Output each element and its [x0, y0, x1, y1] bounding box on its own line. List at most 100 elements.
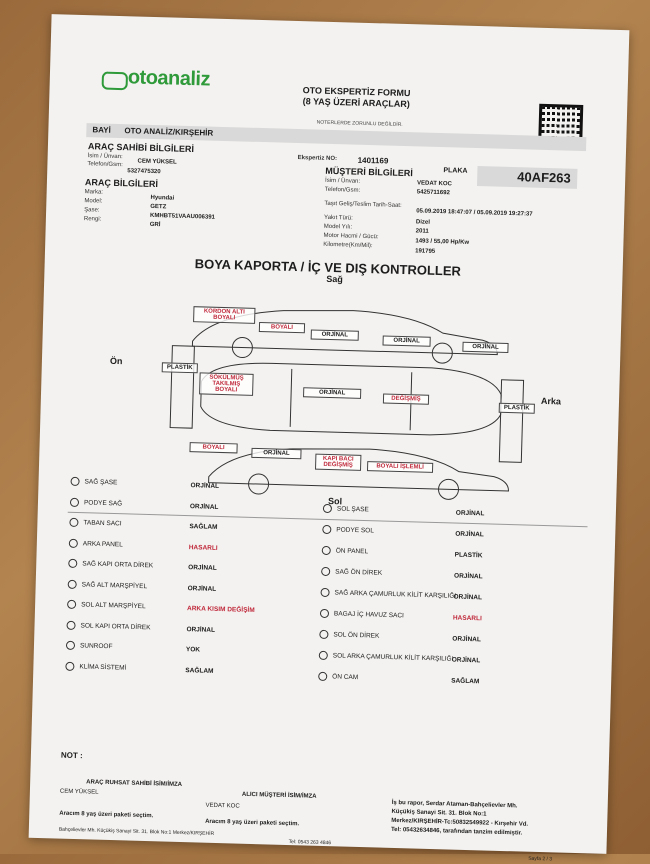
- check-item-label: SAĞ ARKA ÇAMURLUK KİLİT KARŞILIĞI: [334, 589, 457, 600]
- check-item-value: ORJİNAL: [188, 564, 217, 572]
- label-sag: Sağ: [326, 273, 343, 285]
- owner-sig-note: Aracım 8 yaş üzeri paketi seçtim.: [59, 810, 154, 820]
- report-line4: Tel: 05432634846, tarafından tanzim edil…: [390, 826, 523, 837]
- check-item: SOL ARKA ÇAMURLUK KİLİT KARŞILIĞI: [318, 650, 454, 664]
- check-item-label: SOL KAPI ORTA DİREK: [80, 621, 151, 631]
- car-left-side: [208, 448, 509, 492]
- ekspertiz-value: 1401169: [357, 155, 389, 166]
- check-item-label: PODYE SOL: [336, 526, 374, 535]
- arrival-label: Taşıt Geliş/Teslim Tarih-Saat:: [324, 200, 402, 209]
- form-title: OTO EKSPERTİZ FORMU (8 YAŞ ÜZERİ ARAÇLAR…: [281, 85, 432, 111]
- label-on: Ön: [109, 355, 123, 367]
- tag-kapi-saci: KAPI BACI DEĞİŞMİŞ: [314, 453, 362, 471]
- color-value: GRİ: [149, 221, 161, 229]
- tag-orjinal-2: ORJİNAL: [382, 335, 431, 347]
- check-item-value: HASARLI: [452, 614, 482, 623]
- buyer-sig-note: Aracım 8 yaş üzeri paketi seçtim.: [205, 818, 300, 828]
- tag-boyali-2: BOYALI: [189, 442, 238, 454]
- check-item: PODYE SAĞ: [69, 497, 123, 507]
- check-item: PODYE SOL: [322, 524, 374, 535]
- brand-value: Hyundai: [150, 194, 175, 202]
- not-label: NOT :: [60, 750, 83, 761]
- check-item: SAĞ ARKA ÇAMURLUK KİLİT KARŞILIĞI: [320, 587, 457, 601]
- customer-phone-value: 5425711692: [416, 189, 450, 197]
- plaka-value: 40AF263: [517, 169, 571, 186]
- radio-circle-icon: [65, 640, 76, 650]
- check-item-label: SAĞ KAPI ORTA DİREK: [82, 560, 154, 570]
- check-item-value: PLASTİK: [454, 551, 483, 560]
- wheel-icon: [231, 337, 253, 359]
- check-item: SUNROOF: [65, 640, 113, 651]
- radio-circle-icon: [319, 629, 329, 640]
- owner-sig-title: ARAÇ RUHSAT SAHİBİ İSİM/İMZA: [86, 779, 183, 789]
- check-item: SOL ŞASE: [322, 503, 369, 514]
- check-item-label: SOL ALT MARŞPİYEL: [81, 601, 146, 611]
- radio-circle-icon: [318, 650, 328, 661]
- chassis-value: KMHBT51VAAU006391: [149, 212, 215, 221]
- wheel-icon: [438, 478, 460, 500]
- check-item-value: SAĞLAM: [189, 523, 218, 531]
- check-item-label: SAĞ ALT MARŞPİYEL: [81, 580, 148, 590]
- check-item-value: SAĞLAM: [451, 677, 480, 686]
- radio-circle-icon: [70, 476, 80, 487]
- check-item-value: SAĞLAM: [185, 666, 214, 675]
- engine-value: 1493 / 55,00 Hp/Kw: [415, 238, 470, 246]
- radio-circle-icon: [69, 517, 79, 528]
- brand-logo: otoanaliz: [127, 66, 211, 91]
- radio-circle-icon: [67, 579, 77, 589]
- check-item: SAĞ ALT MARŞPİYEL: [67, 579, 148, 590]
- check-item-label: ARKA PANEL: [82, 539, 123, 549]
- inspection-form-paper: otoanaliz OTO EKSPERTİZ FORMU (8 YAŞ ÜZE…: [28, 14, 630, 862]
- check-item-value: ORJİNAL: [455, 509, 485, 518]
- radio-circle-icon: [321, 545, 331, 556]
- tag-boyali-islemli: BOYALI İŞLEMLİ: [366, 461, 434, 473]
- radio-circle-icon: [322, 503, 333, 514]
- plaka-label: PLAKA: [443, 167, 468, 175]
- check-item: SAĞ ÖN DİREK: [321, 566, 383, 578]
- model-value: GETZ: [150, 203, 167, 211]
- customer-title: MÜŞTERİ BİLGİLERİ: [325, 165, 413, 179]
- color-label: Rengi:: [83, 216, 102, 223]
- tag-orjinal-3: ORJİNAL: [462, 341, 509, 353]
- model-label: Model:: [84, 198, 103, 205]
- year-label: Model Yılı:: [323, 223, 353, 231]
- check-item-label: PODYE SAĞ: [83, 498, 123, 507]
- check-item: SOL KAPI ORTA DİREK: [66, 620, 151, 631]
- arrival-value: 05.09.2019 18:47:07 / 05.09.2019 19:27:3…: [416, 208, 533, 218]
- check-item-value: ORJİNAL: [187, 584, 217, 593]
- owner-sig-name: CEM YÜKSEL: [59, 788, 99, 796]
- check-item-label: SAĞ ŞASE: [84, 478, 118, 487]
- check-item-label: KLİMA SİSTEMİ: [79, 662, 127, 672]
- radio-circle-icon: [318, 671, 328, 682]
- radio-circle-icon: [69, 497, 80, 507]
- check-item: SAĞ ŞASE: [70, 476, 118, 487]
- tag-boyali-1: BOYALI: [258, 322, 306, 334]
- check-item: SOL ALT MARŞPİYEL: [67, 599, 146, 611]
- check-item-label: SOL ARKA ÇAMURLUK KİLİT KARŞILIĞI: [332, 652, 454, 663]
- check-item-value: ORJİNAL: [455, 530, 484, 539]
- checks-left: SAĞ ŞASE ORJİNAL PODYE SAĞ ORJİNAL TABAN SAC…: [52, 14, 630, 674]
- car-logo-icon: [101, 71, 129, 91]
- check-item-label: SAĞ ÖN DİREK: [335, 568, 383, 577]
- year-value: 2011: [415, 228, 429, 235]
- check-item-value: ORJİNAL: [186, 625, 216, 634]
- owner-name-label: İsim / Ünvan:: [87, 153, 123, 161]
- form-notice: NOTERLERDE ZORUNLU DEĞİLDİR.: [316, 119, 403, 128]
- tag-degismis: DEĞİŞMİŞ: [382, 393, 430, 405]
- check-item-label: SUNROOF: [79, 642, 113, 651]
- vehicle-title: ARAÇ BİLGİLERİ: [84, 177, 159, 190]
- owner-phone-label: Telefon/Gsm:: [87, 161, 123, 169]
- owner-title: ARAÇ SAHİBİ BİLGİLERİ: [87, 141, 195, 155]
- customer-name-value: VEDAT KOC: [416, 180, 452, 188]
- check-item-value: ORJİNAL: [190, 482, 220, 490]
- radio-circle-icon: [68, 538, 78, 548]
- tag-plastik-front: PLASTİK: [161, 362, 198, 374]
- tag-sokulmus: SÖKÜLMÜŞ TAKILMIŞ BOYALI: [199, 372, 254, 396]
- check-item-label: TABAN SACI: [83, 519, 122, 528]
- check-item-value: ORJİNAL: [451, 656, 481, 665]
- engine-label: Motor Hacmi / Gücü:: [323, 232, 379, 241]
- check-item-value: ORJİNAL: [189, 502, 219, 511]
- rear-bumper: [498, 379, 525, 463]
- km-value: 191795: [415, 248, 436, 255]
- check-item-value: ARKA KISIM DEĞİŞİM: [186, 605, 255, 614]
